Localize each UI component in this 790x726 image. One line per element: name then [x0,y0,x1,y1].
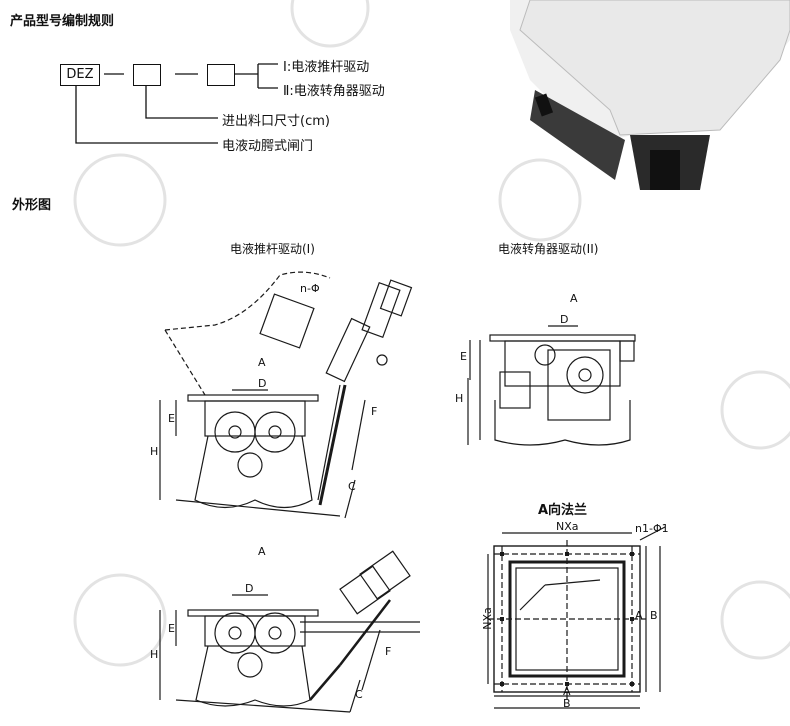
dim-C-view1: C [348,480,356,493]
product-photo [510,0,790,190]
dim-NXa-side: NXa [480,607,494,630]
dim-A-flange-side: A [635,609,643,622]
view-1-drawing [159,271,413,519]
dim-A-view1: A [258,356,266,369]
dim-H-view2: H [455,392,464,405]
dim-H-view1: H [150,445,159,458]
dim-E-view2: E [460,350,467,363]
dim-D-view1b: D [245,582,254,595]
dim-D-view1: D [258,377,267,390]
dim-A-view1b: A [258,545,266,558]
watermark-seal [73,153,167,247]
type-label: 电液动腭式闸门 [222,139,314,154]
dim-B-flange-bottom: B [563,697,571,710]
model-code-text: DEZ [66,67,94,82]
watermark-seal [73,573,167,667]
view-2-title: 电液转角器驱动(II) [498,242,599,256]
watermark-seal [720,370,790,450]
dim-H-view1b: H [150,648,159,661]
dim-E-view1: E [168,412,175,425]
watermark-seal [290,0,370,48]
dim-A-flange-bottom: A [563,685,571,698]
dim-F-view1: F [371,405,378,418]
view-2-drawing [467,325,636,446]
dim-n-phi: n-Φ [300,282,320,295]
dim-C-view1b: C [355,688,363,701]
watermark-seal [498,158,582,242]
outline-title: 外形图 [12,198,52,213]
watermark-seal [720,580,790,660]
dim-NXa-top: NXa [556,520,579,533]
model-rules-title: 产品型号编制规则 [10,14,115,29]
drive-code-box [207,64,235,86]
model-code-box: DEZ [60,64,100,86]
size-label: 进出料口尺寸(cm) [222,114,330,129]
view-1b-drawing [159,550,420,713]
dim-E-view1b: E [168,622,175,635]
drive-1-label: Ⅰ:电液推杆驱动 [283,60,370,75]
flange-title: A向法兰 [538,503,588,518]
dim-D-view2: D [560,313,569,326]
size-code-box [133,64,161,86]
dim-B-flange-side: B [650,609,658,622]
dim-A-view2: A [570,292,578,305]
drive-2-label: Ⅱ:电液转角器驱动 [283,84,385,99]
dim-F-view1b: F [385,645,392,658]
dim-n1-phi1: n1-Φ1 [635,522,669,535]
view-1-title: 电液推杆驱动(I) [230,242,315,256]
